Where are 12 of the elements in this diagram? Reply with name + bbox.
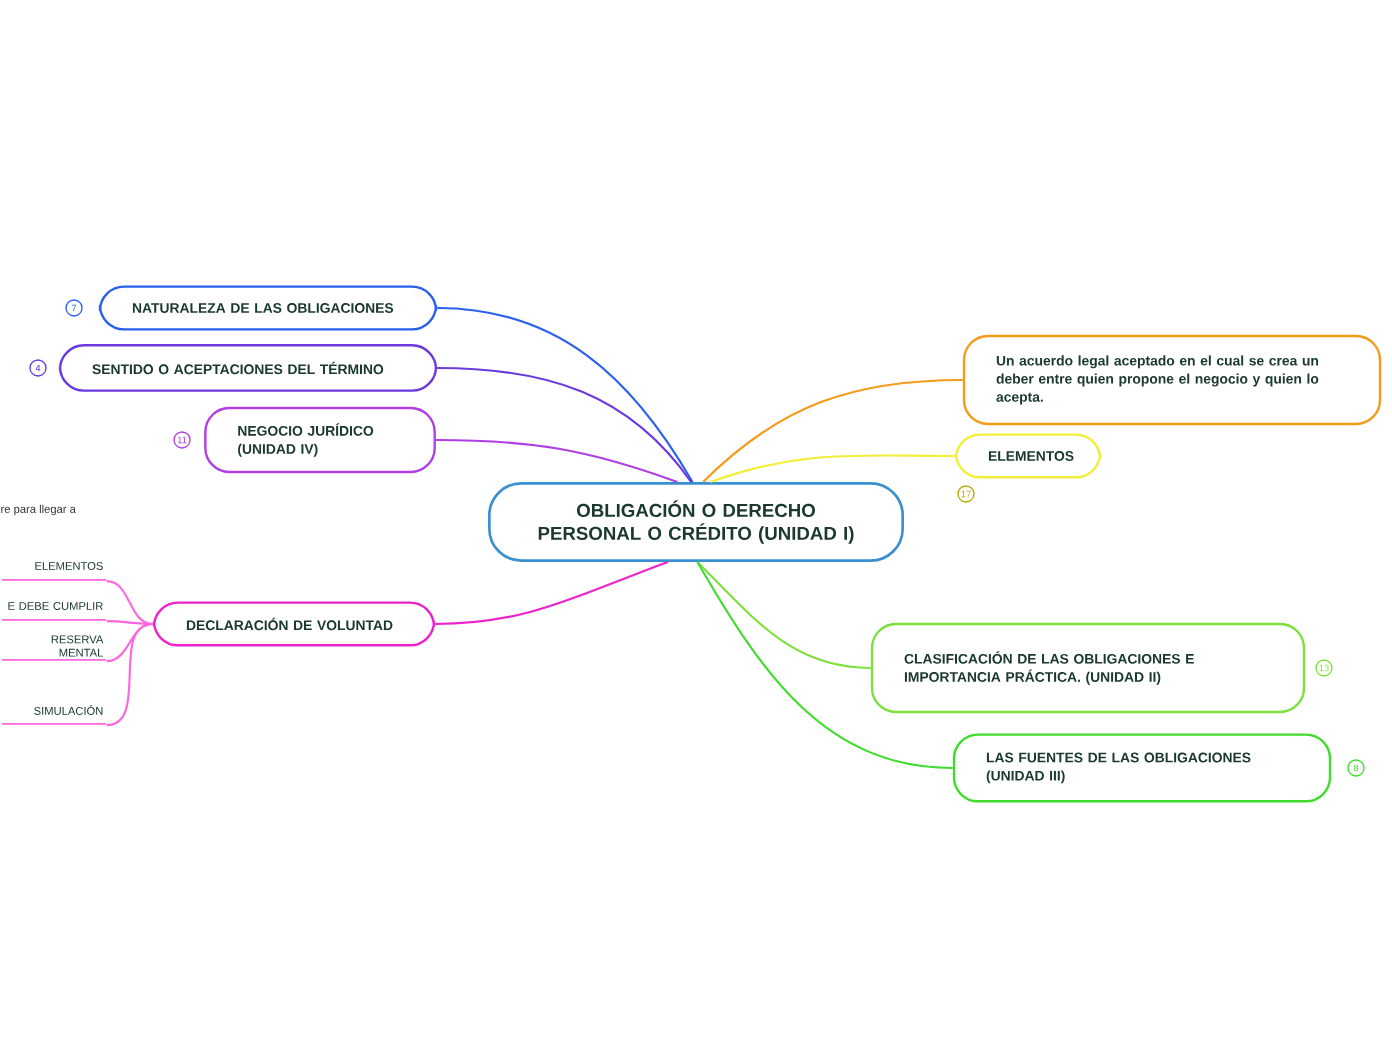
branch-line xyxy=(710,454,955,483)
branch-line xyxy=(435,561,669,626)
branch-line xyxy=(696,561,871,670)
branch-line xyxy=(696,561,953,770)
branch-line xyxy=(106,622,154,727)
branch-line xyxy=(437,366,692,483)
branch-line xyxy=(106,620,153,626)
branch-line xyxy=(435,438,678,483)
branch-line xyxy=(702,378,963,483)
central-topic-box: OBLIGACIÓN O DERECHO PERSONAL O CRÉDITO (UNIDAD I) xyxy=(488,482,904,562)
branch-line xyxy=(437,306,694,483)
branch-line xyxy=(106,580,153,626)
